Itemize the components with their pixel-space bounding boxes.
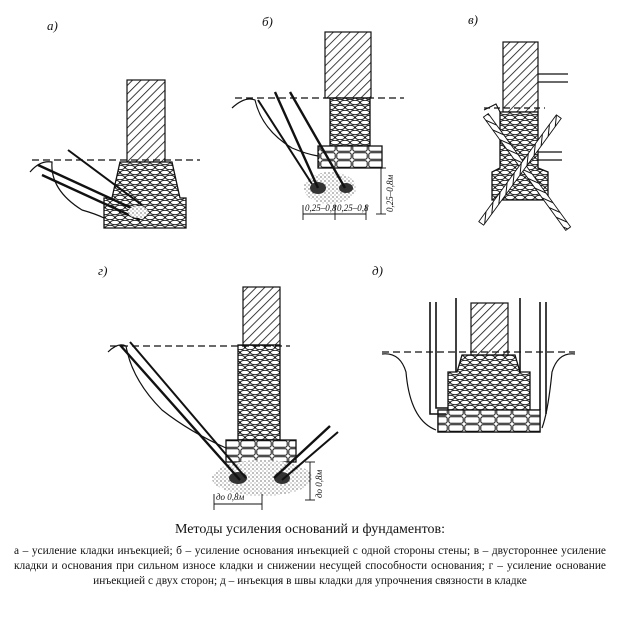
injector-b1 [273, 91, 320, 189]
masonry-g [237, 344, 281, 441]
footing-g [225, 439, 297, 463]
dim-b-right: 0,25–0,8 [337, 203, 369, 213]
masonry-a [103, 161, 187, 229]
foundation-diagrams: 0,25–0,8 0,25–0,8 0,25–0,8м [29, 31, 576, 510]
injector-b2 [288, 91, 347, 189]
panel-a [29, 79, 200, 229]
label-a: а) [47, 18, 58, 33]
grout-a [128, 206, 148, 218]
injector-g1 [119, 344, 241, 481]
injector-v1 [482, 112, 572, 232]
injector-a3 [67, 149, 143, 206]
wall-b [324, 31, 372, 99]
masonry-b [329, 97, 371, 147]
injector-g2 [129, 341, 247, 479]
wall-g [242, 286, 281, 346]
dim-b-left: 0,25–0,8 [305, 203, 337, 213]
injector-a2 [41, 173, 141, 222]
trench-d [381, 353, 437, 431]
footing-d [437, 409, 541, 433]
dim-b-vertical: 0,25–0,8м [385, 175, 395, 213]
panel-g: до 0,8м до 0,8м [107, 286, 339, 510]
caption-title: Методы усиления оснований и фундаментов: [174, 522, 446, 537]
injector-d2 [435, 302, 448, 409]
wall-d [470, 302, 509, 356]
slope-g [107, 344, 227, 449]
figure: 0,25–0,8 0,25–0,8 0,25–0,8м [29, 12, 576, 510]
footing-b [317, 145, 383, 169]
panel-v [478, 41, 572, 232]
wall-v [502, 41, 539, 113]
dim-g-vertical: до 0,8м [314, 469, 324, 498]
trench-d-right [541, 353, 576, 429]
label-g: г) [98, 263, 108, 278]
injector-g4 [281, 431, 339, 481]
grout-core-b2 [339, 183, 353, 193]
ground-hatch-v [483, 103, 501, 113]
injector-a1 [37, 163, 141, 214]
panel-b: 0,25–0,8 0,25–0,8 0,25–0,8м [231, 31, 404, 220]
injector-v2 [478, 114, 562, 226]
label-b: б) [262, 14, 273, 29]
injector-g3 [273, 425, 331, 479]
label-d: д) [372, 263, 383, 278]
caption-text: а – усиление кладки инъекцией; б – усиле… [14, 545, 606, 587]
grout-b [304, 172, 356, 204]
wall-a [126, 79, 166, 163]
caption: Методы усиления оснований и фундаментов:… [14, 522, 606, 589]
slope-b [231, 98, 319, 157]
grout-g [212, 460, 312, 496]
injector-d1 [429, 302, 446, 415]
panel-d [381, 298, 576, 433]
label-v: в) [468, 12, 478, 27]
injector-b3 [257, 99, 313, 185]
dim-g-horizontal: до 0,8м [216, 492, 245, 502]
grout-core-g2 [274, 472, 290, 484]
slope-a [29, 161, 105, 219]
